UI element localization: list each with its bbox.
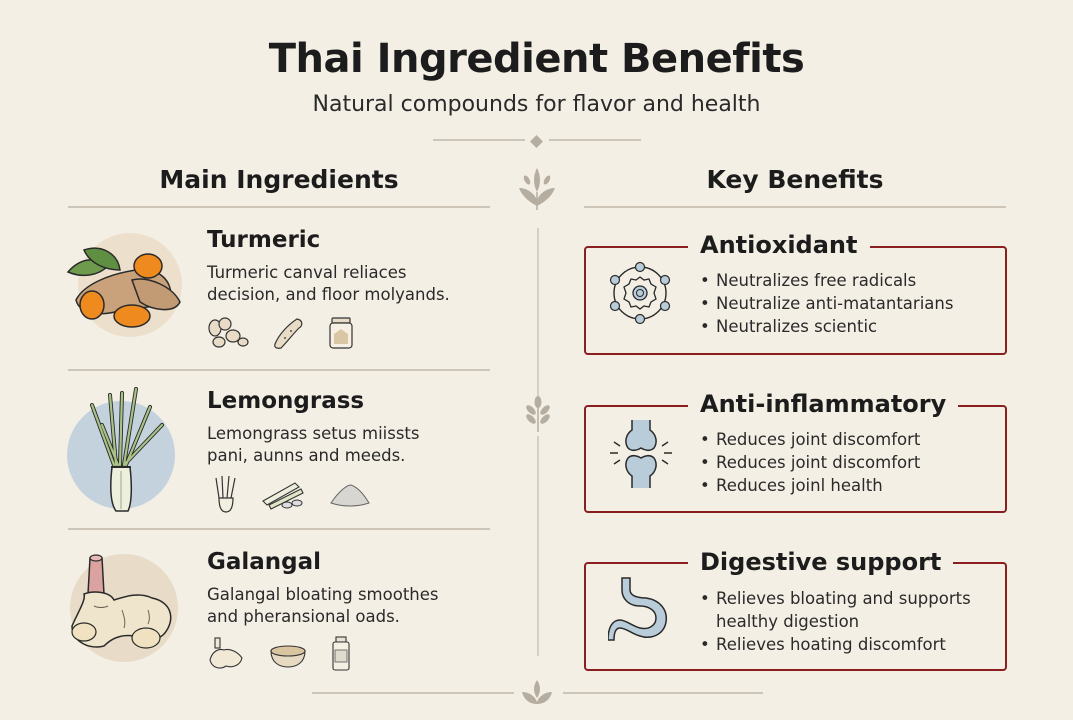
center-divider-top bbox=[537, 228, 539, 396]
header-divider-left bbox=[433, 139, 525, 141]
main-ingredients-heading: Main Ingredients bbox=[159, 165, 399, 194]
benefit-item: Reduces joint discomfort bbox=[700, 451, 920, 474]
center-divider-bottom bbox=[537, 436, 539, 656]
footer-leaf-ornament-icon bbox=[520, 678, 554, 706]
powder-bowl-icon bbox=[270, 645, 306, 668]
lemongrass-thumbnails bbox=[213, 474, 371, 514]
supplement-bottle-icon bbox=[332, 636, 350, 671]
turmeric-illustration bbox=[62, 230, 187, 340]
ingredient-name-galangal: Galangal bbox=[207, 549, 322, 575]
left-heading-rule bbox=[68, 206, 490, 208]
branch-ornament-icon bbox=[524, 394, 552, 432]
benefit-item: Reduces joinl health bbox=[700, 474, 920, 497]
joint-icon bbox=[608, 418, 674, 490]
powder-jar-icon bbox=[329, 317, 353, 349]
leaf-ornament-icon bbox=[517, 166, 557, 210]
page-subtitle: Natural compounds for flavor and health bbox=[312, 92, 761, 117]
galangal-piece-icon bbox=[209, 637, 243, 669]
galangal-illustration bbox=[64, 550, 184, 665]
benefit-item: Neutralize anti-matantarians bbox=[700, 292, 953, 315]
benefit-item: Relieves bloating and supports healthy d… bbox=[700, 587, 990, 633]
benefit-title-digestive-support: Digestive support bbox=[688, 548, 954, 576]
turmeric-pieces-icon bbox=[208, 317, 249, 348]
page-title: Thai Ingredient Benefits bbox=[268, 36, 805, 82]
key-benefits-heading: Key Benefits bbox=[706, 165, 884, 194]
benefit-item: Reduces joint discomfort bbox=[700, 428, 920, 451]
ingredient-name-lemongrass: Lemongrass bbox=[207, 388, 365, 414]
header-divider-right bbox=[549, 139, 641, 141]
footer-divider-right bbox=[563, 692, 763, 694]
row-separator-1 bbox=[68, 369, 490, 371]
row-separator-2 bbox=[68, 528, 490, 530]
benefit-title-anti-inflammatory: Anti-inflammatory bbox=[688, 390, 959, 418]
right-heading-rule bbox=[584, 206, 1006, 208]
benefit-title-antioxidant: Antioxidant bbox=[688, 231, 870, 259]
turmeric-thumbnails bbox=[205, 316, 355, 350]
stomach-icon bbox=[607, 576, 674, 642]
benefit-list-anti-inflammatory: Reduces joint discomfort Reduces joint d… bbox=[700, 428, 920, 497]
lemongrass-bundle-icon bbox=[67, 387, 175, 512]
benefit-item: Neutralizes scientic bbox=[700, 315, 953, 338]
lemongrass-cuts-icon bbox=[262, 482, 304, 510]
ingredient-description-galangal: Galangal bloating smoothes and pheransio… bbox=[207, 585, 439, 626]
benefit-item: Neutralizes free radicals bbox=[700, 269, 953, 292]
ingredient-description-lemongrass: Lemongrass setus miissts pani, aunns and… bbox=[207, 424, 420, 465]
turmeric-slice-icon bbox=[274, 318, 303, 349]
footer-divider-left bbox=[312, 692, 514, 694]
benefit-list-digestive-support: Relieves bloating and supports healthy d… bbox=[700, 587, 990, 656]
galangal-thumbnails bbox=[206, 636, 352, 672]
lemongrass-illustration bbox=[66, 385, 186, 515]
lemongrass-stalk-icon bbox=[215, 475, 236, 513]
benefit-list-antioxidant: Neutralizes free radicals Neutralize ant… bbox=[700, 269, 953, 338]
powder-pile-icon bbox=[330, 484, 370, 507]
diamond-ornament-icon bbox=[530, 133, 543, 148]
molecule-icon bbox=[607, 258, 673, 328]
ingredient-name-turmeric: Turmeric bbox=[207, 227, 321, 253]
turmeric-root-icon bbox=[66, 233, 182, 337]
benefit-item: Relieves hoating discomfort bbox=[700, 633, 990, 656]
galangal-root-icon bbox=[70, 554, 178, 662]
ingredient-description-turmeric: Turmeric canval reliaces decision, and f… bbox=[207, 263, 450, 304]
